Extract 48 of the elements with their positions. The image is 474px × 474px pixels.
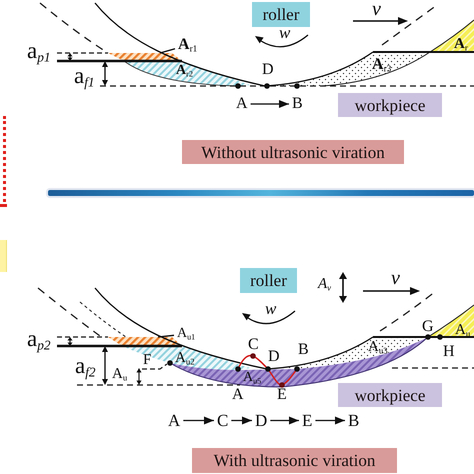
velocity-label: v [391, 268, 400, 288]
roller-label: roller [252, 2, 310, 27]
point-label: A [236, 96, 248, 112]
angular-velocity-label: w [279, 24, 290, 41]
point-label: C [217, 412, 228, 429]
sequence-arrow [183, 416, 214, 424]
point-label: G [422, 319, 434, 335]
area-label: A$_{u1}$ [177, 327, 196, 341]
sequence-arrow [250, 100, 289, 108]
velocity-label: v [372, 0, 381, 19]
point-label: E [302, 412, 312, 429]
point-label: A [168, 412, 180, 429]
condition-caption: With ultrasonic viration [192, 448, 397, 473]
area-label: A$_{r3}$ [372, 57, 392, 73]
area-label: A$_{u2}$ [175, 351, 195, 366]
point-label: C [248, 337, 259, 353]
area-label: A$_{u3}$ [368, 340, 388, 355]
depth-label: a$_{f1}$ [74, 64, 95, 87]
point-label: B [292, 96, 303, 112]
depth-label: a$_{f2}$ [75, 354, 96, 377]
sequence-arrow [270, 416, 299, 424]
point-label: F [143, 353, 152, 368]
leader-line [158, 334, 174, 338]
depth-label: a$_{p1}$ [27, 39, 51, 62]
sequence-arrow [315, 416, 345, 424]
area-label: A$_{r2}$ [176, 64, 193, 78]
depth-label: a$_{p2}$ [27, 327, 51, 350]
area-label: A$_{r}$ [454, 37, 468, 52]
point-label: D [255, 412, 268, 429]
angular-velocity-label: w [265, 300, 276, 317]
roller-label: roller [240, 268, 297, 293]
workpiece-label: workpiece [338, 93, 442, 117]
workpiece-label: workpiece [338, 383, 442, 407]
point-label: D [268, 349, 280, 365]
hatched-band [108, 53, 182, 61]
point-label: A [232, 387, 244, 403]
area-label: A$_{r1}$ [178, 37, 198, 53]
point-label: B [348, 412, 360, 429]
point-label: H [443, 344, 455, 360]
area-label: A$_{u5}$ [243, 371, 262, 385]
amplitude-label: A$_{v}$ [318, 277, 332, 292]
leader-line [160, 48, 176, 54]
sequence-arrow [231, 416, 252, 424]
condition-caption: Without ultrasonic viration [182, 140, 404, 164]
point-label: B [298, 342, 309, 358]
amplitude-label: A$_{u}$ [112, 367, 128, 382]
point-label: D [262, 62, 274, 78]
point-label: E [277, 387, 287, 403]
